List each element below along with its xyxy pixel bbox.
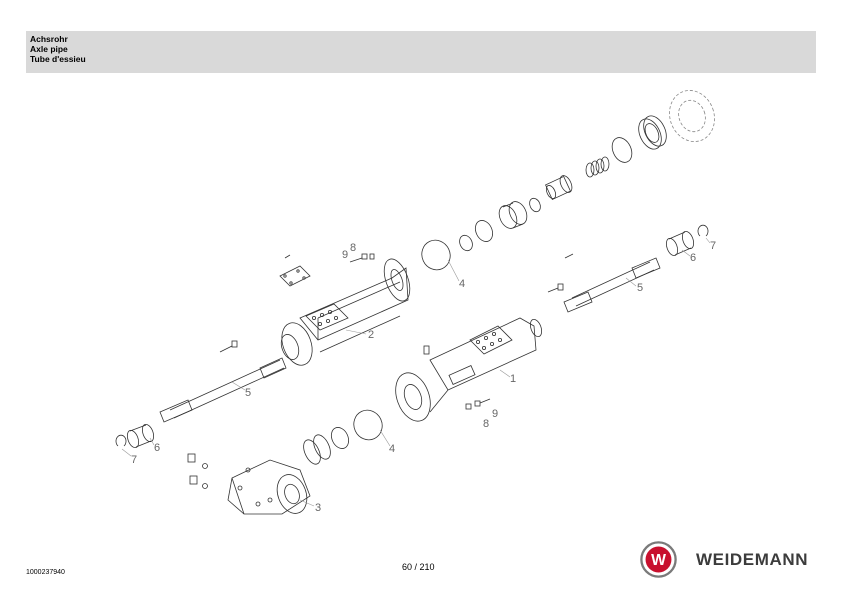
callout-9-upper: 9 [342,249,348,261]
circlip-right [697,224,709,237]
bearing-top [638,115,667,150]
page-number: 60 / 210 [402,562,435,572]
ring-gear [669,90,715,142]
weidemann-logo-icon: W [640,541,677,578]
callout-7-left: 7 [131,454,137,466]
document-number: 1000237940 [26,569,65,576]
logo-letter: W [651,552,666,569]
bolt-set-upper [349,253,375,263]
callout-9-lower: 9 [492,408,498,420]
callout-1: 1 [510,373,516,385]
leader-lines [121,237,711,507]
drive-shaft-right [563,257,661,313]
gasket-plate [279,254,311,287]
bushing-left [126,423,155,449]
brand-wordmark: WEIDEMANN [696,550,809,569]
title-french: Tube d'essieu [30,54,86,64]
shim-disc-upper [421,239,451,271]
spring-coil [585,156,610,178]
callout-8-lower: 8 [483,418,489,430]
callout-3: 3 [315,502,321,514]
bushing-right [665,230,695,257]
callout-5-right: 5 [637,282,643,294]
seal-ring-top [611,137,633,163]
axle-housing-2 [280,258,411,366]
title-german: Achsrohr [30,34,68,44]
callout-8-upper: 8 [350,242,356,254]
shim-disc-lower [353,409,383,441]
bearing-lower [303,434,331,465]
title-english: Axle pipe [30,44,68,54]
callout-5-left: 5 [245,387,251,399]
grease-nipple-set [187,453,208,489]
callout-6-left: 6 [154,442,160,454]
callout-6-right: 6 [690,252,696,264]
knuckle-housing [227,459,311,515]
axle-housing-1 [395,317,543,422]
pinion-gear [545,175,573,201]
callout-2: 2 [368,329,374,341]
callout-7-right: 7 [710,240,716,252]
title-bar: Achsrohr Axle pipe Tube d'essieu [26,31,816,73]
callout-4-upper: 4 [459,278,465,290]
sleeve-nut [498,201,528,229]
washer-top [529,197,541,213]
bolt-housing-lower [547,253,574,293]
callout-4-lower: 4 [389,443,395,455]
seal-ring-lower [330,427,350,449]
circlip-left [115,434,127,447]
bolt-housing-upper [219,340,238,353]
drive-shaft-left [159,357,287,423]
seal-ring-mid-b [459,234,473,252]
seal-ring-mid-a [474,220,494,242]
bolt-set-lower [465,398,491,410]
